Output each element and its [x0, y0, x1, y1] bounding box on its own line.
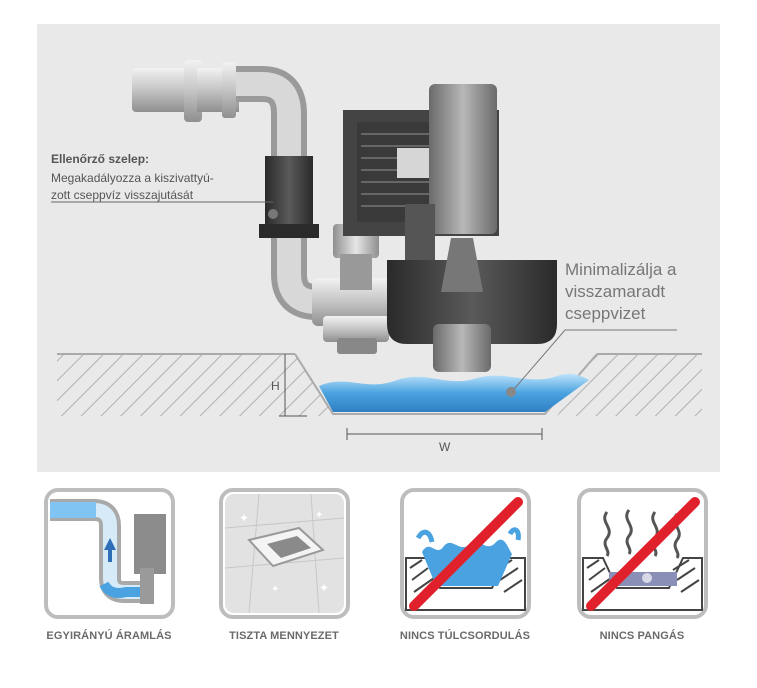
svg-text:✦: ✦ — [315, 510, 323, 521]
minimize-line-3: cseppvizet — [565, 304, 646, 323]
svg-text:✦: ✦ — [239, 511, 249, 525]
outlet-elbow — [312, 224, 394, 354]
feature-label-no-overflow: NINCS TÚLCSORDULÁS — [399, 630, 531, 642]
width-label: W — [439, 440, 451, 454]
minimize-line-2: visszamaradt — [565, 282, 666, 301]
svg-text:✦: ✦ — [319, 581, 329, 595]
feature-label-clean-ceiling: TISZTA MENNYEZET — [229, 630, 339, 642]
feature-label-no-stagnation: NINCS PANGÁS — [599, 630, 685, 642]
check-valve-title: Ellenőrző szelep: — [51, 152, 150, 166]
water-pool — [319, 373, 589, 412]
check-valve — [259, 156, 319, 238]
pump-motor — [343, 84, 557, 372]
check-valve-desc-line-1: Megakadályozza a kiszivattyú- — [51, 171, 214, 185]
no-stagnation-icon — [577, 488, 708, 619]
inlet-fitting — [132, 60, 239, 122]
height-label: H — [271, 379, 280, 393]
ground — [57, 353, 702, 416]
pump-illustration — [51, 60, 702, 440]
one-way-flow-icon — [44, 488, 175, 619]
svg-text:✦: ✦ — [271, 584, 279, 595]
feature-label-one-way-flow: EGYIRÁNYÚ ÁRAMLÁS — [46, 630, 172, 642]
minimize-line-1: Minimalizálja a — [565, 260, 677, 279]
pump-diagram: Ellenőrző szelep: Megakadályozza a kiszi… — [37, 24, 720, 472]
check-valve-desc-line-2: zott cseppvíz visszajutását — [51, 188, 194, 202]
clean-ceiling-icon: ✦ ✦ ✦ ✦ — [219, 488, 350, 619]
no-overflow-icon — [400, 488, 531, 619]
